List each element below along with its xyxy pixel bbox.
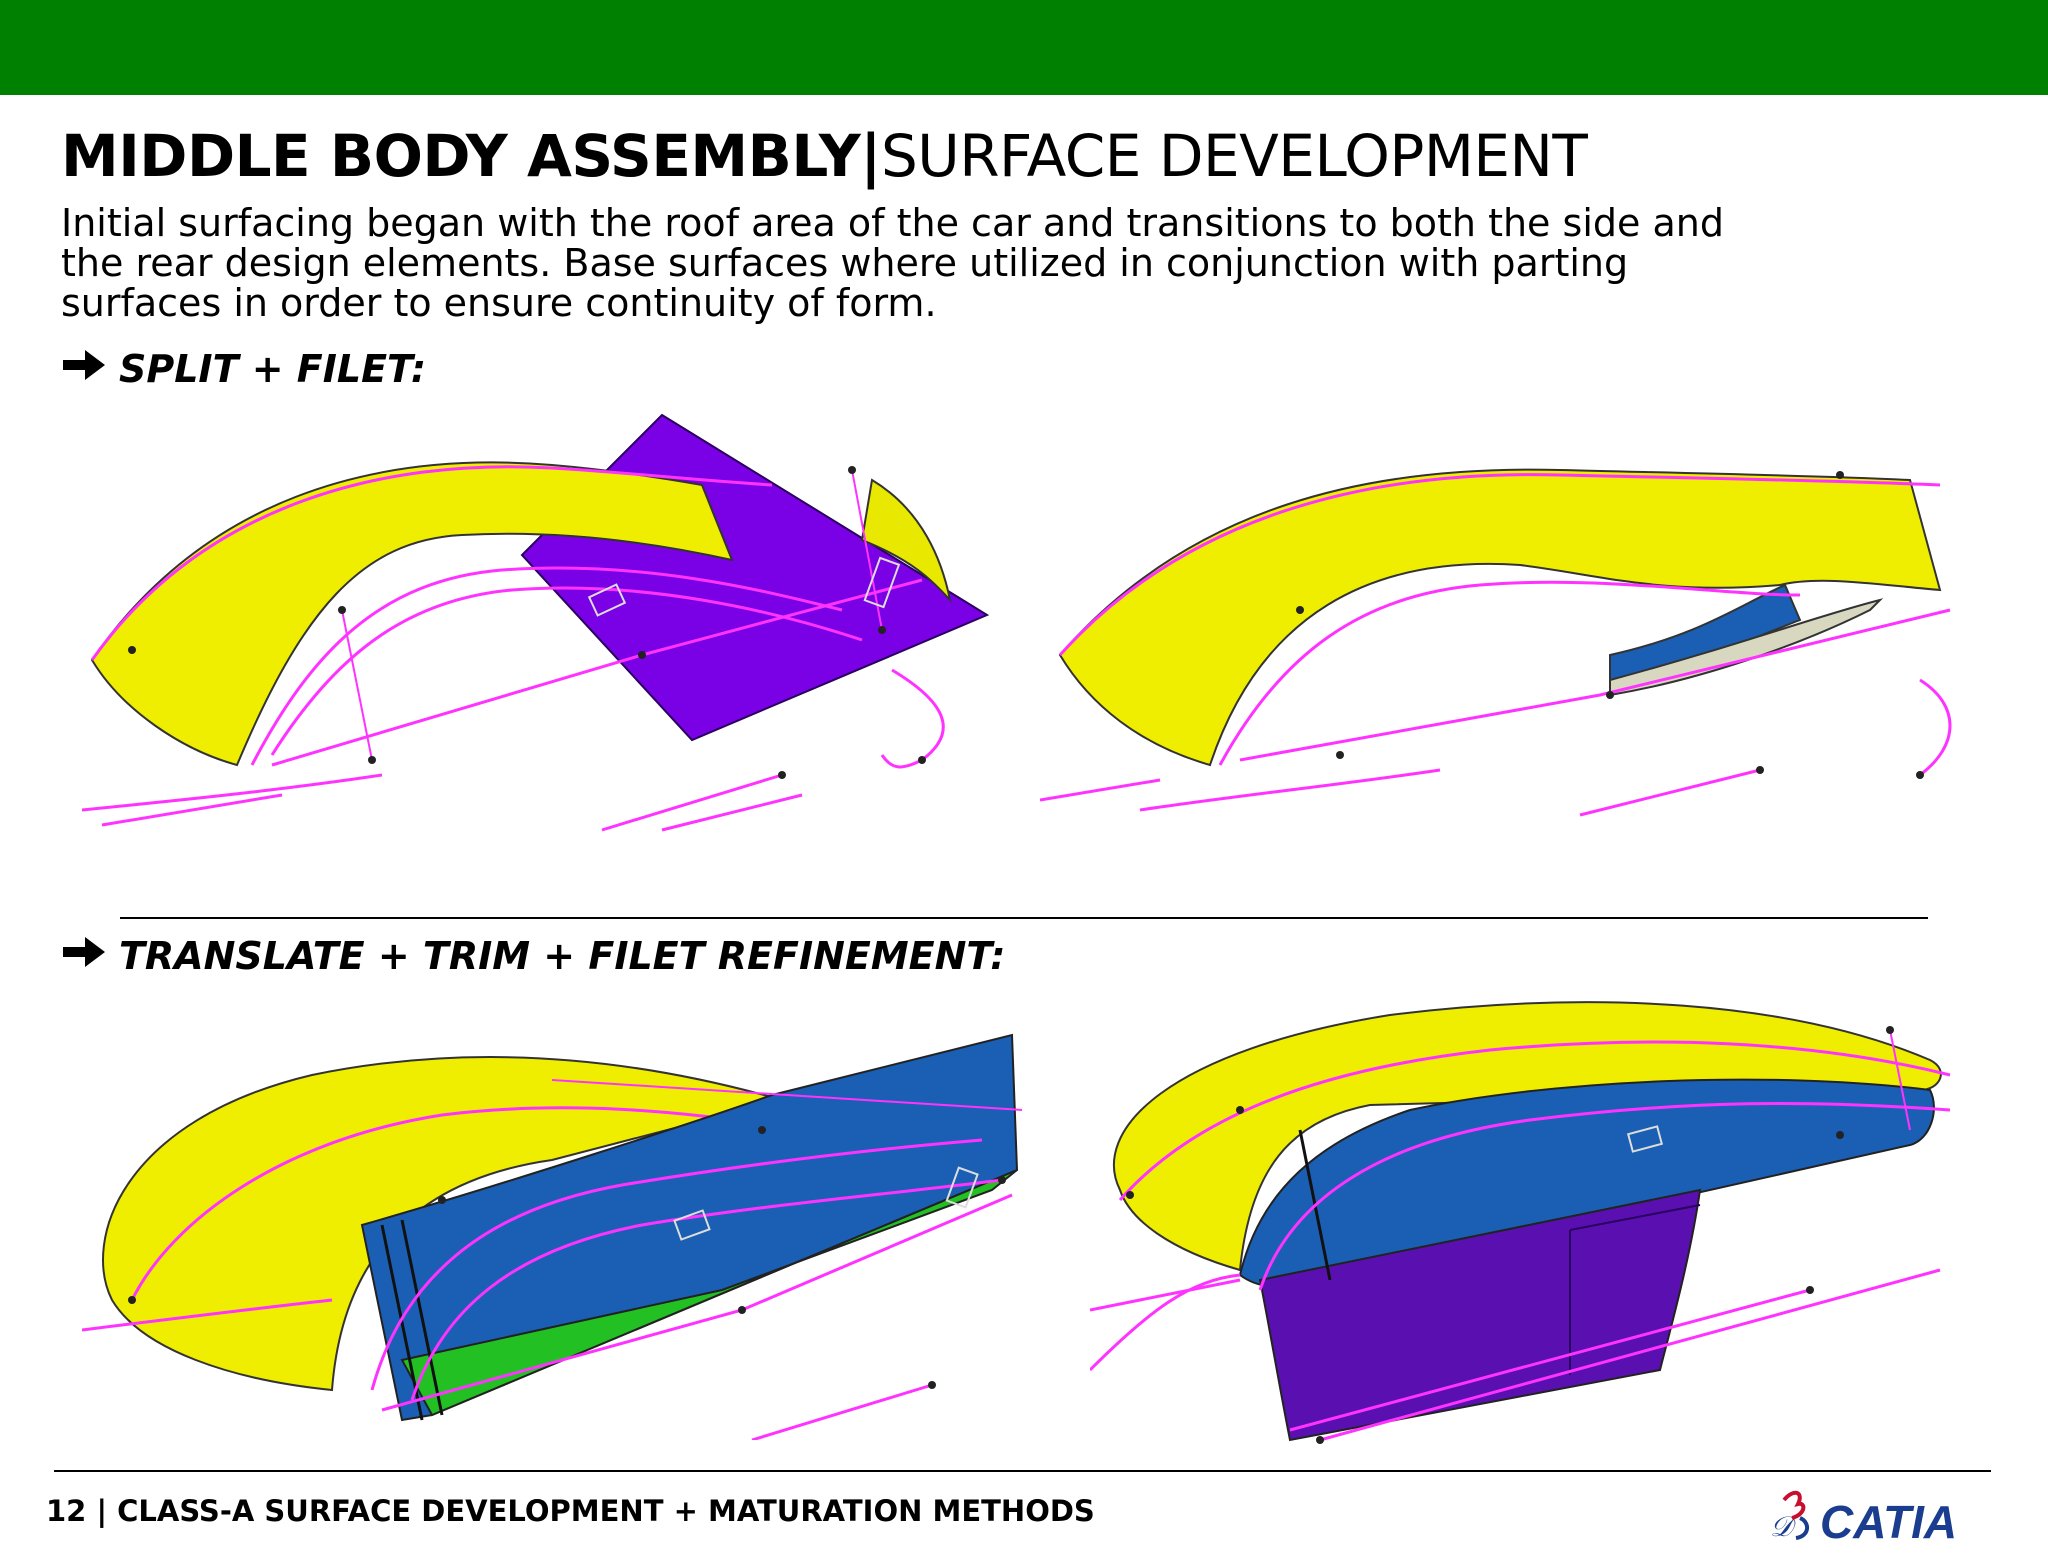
catia-logo: 𝒟 CATIA: [1770, 1478, 2000, 1548]
header-bar: [0, 0, 2048, 95]
section-label: SPLIT + FILET:: [119, 347, 427, 391]
page-title: MIDDLE BODY ASSEMBLY|SURFACE DEVELOPMENT: [61, 116, 1588, 196]
surface-figure-split-2: [1040, 445, 2010, 825]
footer-text: 12 | CLASS-A SURFACE DEVELOPMENT + MATUR…: [46, 1494, 1095, 1528]
intro-paragraph: Initial surfacing began with the roof ar…: [61, 201, 1724, 325]
right-arrow-icon: [61, 932, 107, 980]
logo-wordmark: CATIA: [1820, 1496, 1957, 1548]
section-heading-translate-trim: TRANSLATE + TRIM + FILET REFINEMENT:: [61, 932, 1005, 980]
surface-figure-split-1: [82, 410, 1002, 840]
surface-figure-translate-1: [82, 1020, 1032, 1440]
surface-figure-translate-2: [1090, 990, 1960, 1450]
footer-divider: [54, 1470, 1991, 1472]
section-divider: [120, 917, 1928, 919]
page-title-bold: MIDDLE BODY ASSEMBLY|: [61, 122, 881, 190]
section-heading-split-filet: SPLIT + FILET:: [61, 345, 426, 393]
page-title-subtitle: SURFACE DEVELOPMENT: [880, 122, 1588, 190]
right-arrow-icon: [61, 345, 107, 393]
section-label: TRANSLATE + TRIM + FILET REFINEMENT:: [119, 934, 1006, 978]
